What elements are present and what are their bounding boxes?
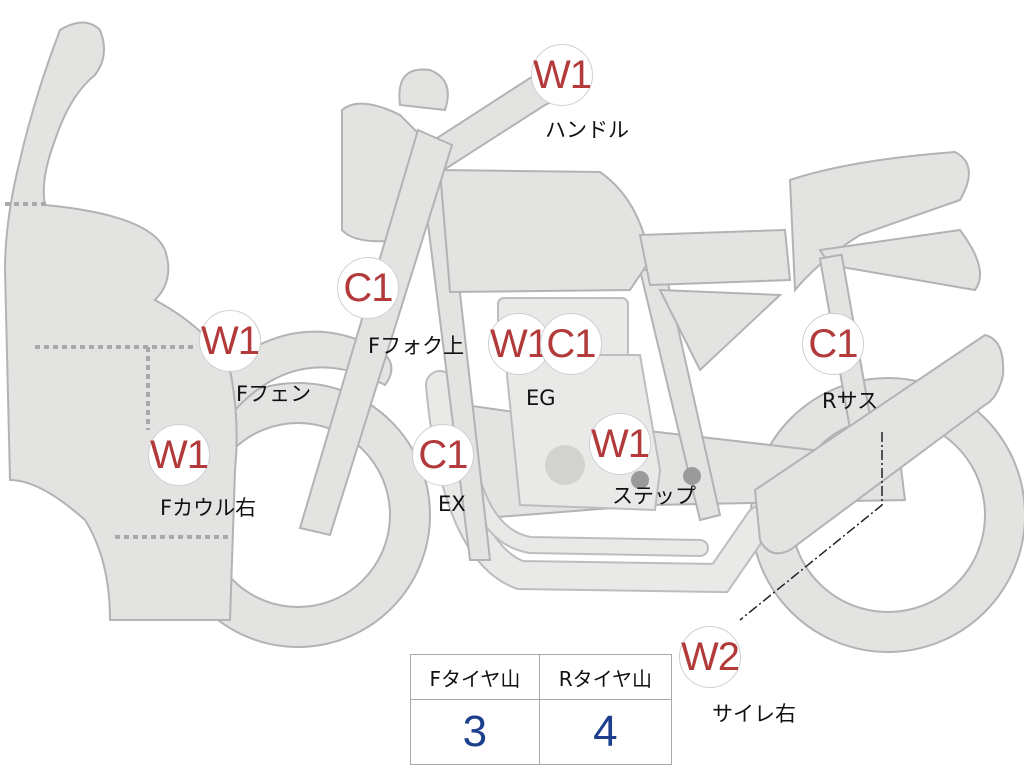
label-f-cowl-right: Fカウル右 [160, 496, 257, 520]
marker-f-fork-upper: C1 [337, 257, 399, 319]
mirror [398, 68, 449, 112]
marker-ex: C1 [412, 424, 474, 486]
front-tire-value: 3 [410, 699, 540, 765]
front-fender [218, 330, 393, 412]
rear-tire-value: 4 [538, 699, 673, 765]
label-silencer-right: サイレ右 [712, 702, 796, 726]
marker-r-sus: C1 [802, 313, 864, 375]
marker-step: W1 [589, 413, 651, 475]
label-f-fender: Fフェン [236, 382, 312, 406]
label-step: ステップ [612, 484, 696, 508]
silencer [753, 333, 1005, 555]
label-eg: EG [526, 386, 556, 410]
label-r-sus: Rサス [822, 389, 879, 413]
tail-cowl [818, 228, 981, 292]
marker-f-cowl-right: W1 [148, 424, 210, 486]
side-cover [658, 288, 783, 372]
fuel-tank [438, 168, 652, 294]
tire-tread-table: Fタイヤ山 Rタイヤ山 3 4 [410, 654, 673, 765]
label-handle: ハンドル [545, 118, 629, 142]
engine-cover [545, 445, 585, 485]
seat [638, 228, 792, 287]
marker-handle: W1 [531, 44, 593, 106]
label-ex: EX [438, 492, 466, 516]
leader-line [739, 432, 883, 621]
marker-eg-c: C1 [540, 313, 602, 375]
front-fork [298, 128, 454, 537]
rear-tire-header: Rタイヤ山 [538, 654, 673, 700]
label-f-fork-upper: Fフォク上 [368, 334, 465, 358]
marker-f-fender: W1 [199, 310, 261, 372]
front-tire-header: Fタイヤ山 [410, 654, 540, 700]
marker-silencer-right: W2 [679, 626, 741, 688]
